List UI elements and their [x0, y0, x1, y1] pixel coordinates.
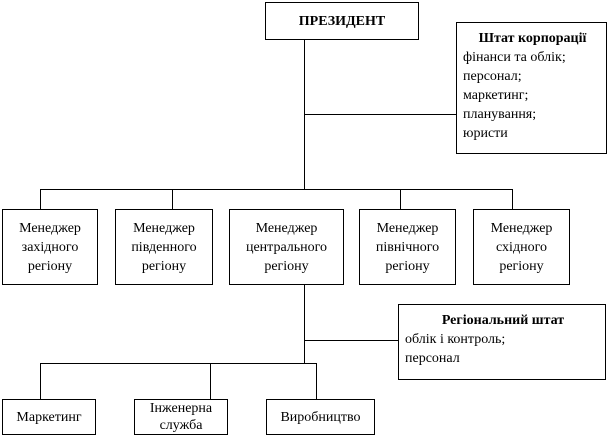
department-marketing-line: Маркетинг	[16, 409, 82, 425]
manager-west-line: Менеджер	[19, 220, 81, 236]
manager-north-line: Менеджер	[376, 220, 439, 236]
manager-central-line: Менеджер	[255, 220, 318, 236]
department-production-box: Виробництво	[266, 399, 375, 435]
regional-staff-title: Регіональний штат	[441, 313, 565, 328]
manager-north-line: північного	[375, 239, 440, 255]
department-engineering-line: Інженерна	[149, 401, 213, 416]
corporate-staff-item: юристи	[463, 126, 508, 141]
regional-staff-item: персонал	[405, 351, 460, 366]
manager-east-line: східного	[496, 239, 547, 255]
department-engineering-box: Інженерна служба	[134, 399, 228, 435]
department-engineering-line: служба	[159, 418, 203, 433]
department-marketing-box: Маркетинг	[2, 399, 96, 435]
regional-staff-item: облік і контроль;	[405, 332, 506, 347]
manager-central-line: центрального	[245, 239, 328, 255]
manager-south-line: Менеджер	[133, 220, 195, 236]
manager-south-line: південного	[131, 239, 197, 255]
corporate-staff-title: Штат корпорації	[478, 31, 587, 46]
manager-east-box: Менеджер східного регіону	[473, 209, 570, 285]
manager-south-line: регіону	[141, 258, 187, 274]
manager-west-line: регіону	[27, 258, 73, 274]
manager-east-line: Менеджер	[490, 220, 553, 236]
manager-north-box: Менеджер північного регіону	[359, 209, 456, 285]
corporate-staff-box: Штат корпорації фінанси та облік; персон…	[456, 22, 607, 154]
president-box: ПРЕЗИДЕНТ	[265, 2, 419, 40]
department-production-line: Виробництво	[280, 409, 361, 425]
manager-central-line: регіону	[264, 258, 309, 274]
corporate-staff-item: персонал;	[463, 69, 522, 84]
corporate-staff-item: фінанси та облік;	[463, 50, 566, 65]
manager-west-line: західного	[21, 239, 79, 255]
manager-west-box: Менеджер західного регіону	[2, 209, 98, 285]
manager-east-line: регіону	[499, 258, 544, 274]
corporate-staff-item: планування;	[463, 107, 537, 122]
regional-staff-box: Регіональний штат облік і контроль; перс…	[398, 304, 606, 380]
corporate-staff-item: маркетинг;	[463, 88, 529, 103]
manager-central-box: Менеджер центрального регіону	[229, 209, 344, 285]
manager-north-line: регіону	[385, 258, 430, 274]
president-label: ПРЕЗИДЕНТ	[298, 13, 386, 29]
manager-south-box: Менеджер південного регіону	[115, 209, 213, 285]
